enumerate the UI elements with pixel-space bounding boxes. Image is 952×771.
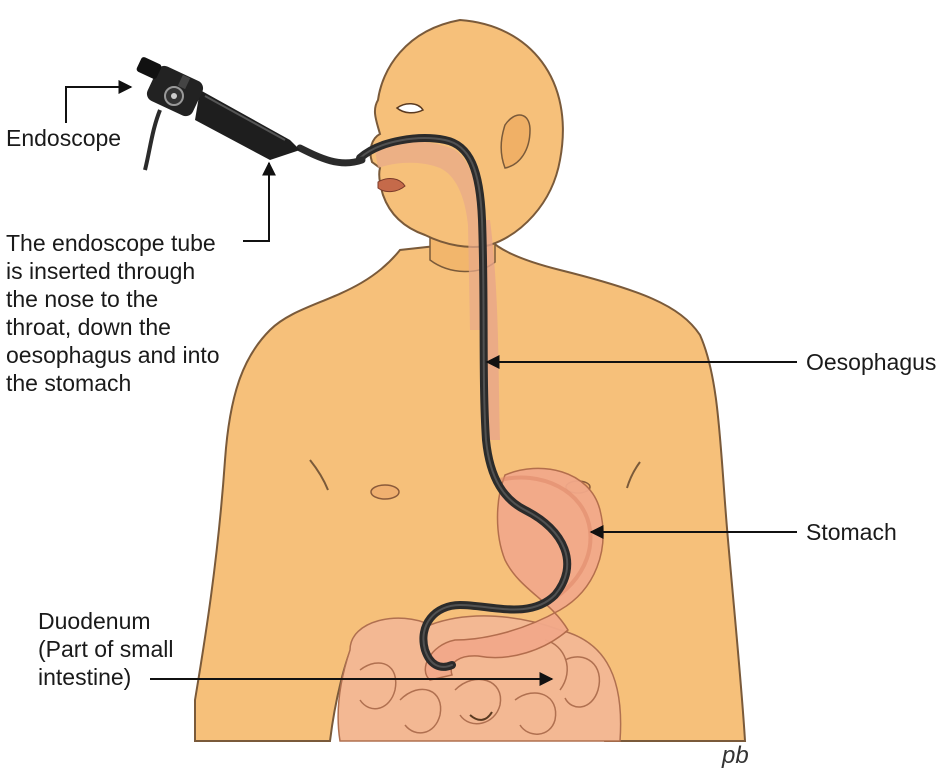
endoscope-label: Endoscope [6,124,121,152]
stomach-label: Stomach [806,518,897,546]
endoscope-leader [66,87,131,123]
artist-mark: pb [722,742,749,770]
tube-leader [243,163,269,241]
tube-description-label: The endoscope tube is inserted through t… [6,229,220,397]
duodenum-label: Duodenum (Part of small intestine) [38,607,173,691]
endoscope-device [136,56,362,170]
oesophagus-label: Oesophagus [806,348,936,376]
left-nipple [371,485,399,499]
